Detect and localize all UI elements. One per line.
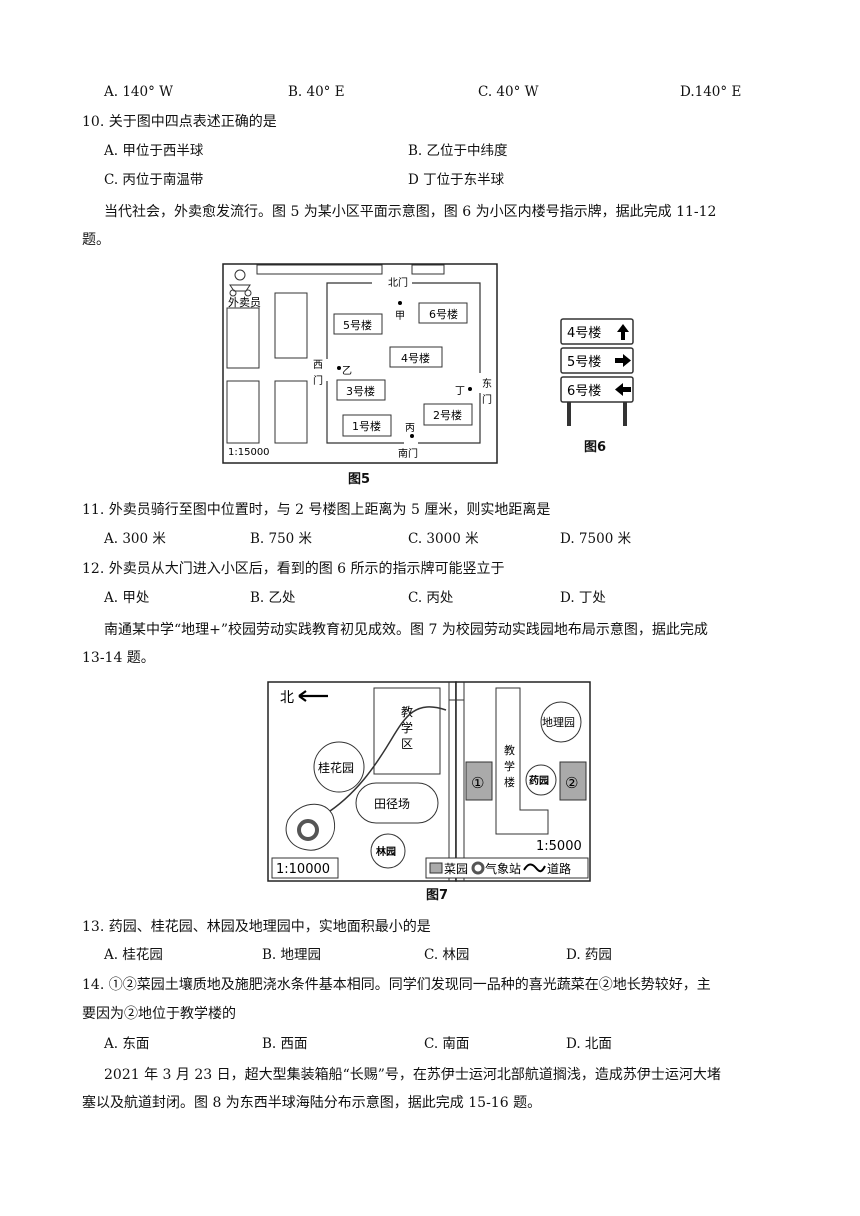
right-arrow-icon — [615, 354, 631, 367]
q14-stem-line2: 要因为②地位于教学楼的 — [82, 1006, 236, 1022]
west-gate-char1: 西 — [313, 360, 323, 371]
teaching-building-char2: 学 — [504, 759, 515, 773]
q14-option-b: B. 西面 — [262, 1036, 308, 1052]
q14-stem-line1: 14. ①②菜园土壤质地及施肥浇水条件基本相同。同学们发现同一品种的喜光蔬菜在②… — [82, 977, 711, 993]
legend-station-icon — [471, 861, 485, 875]
left-arrow-icon — [615, 383, 631, 396]
point-ding: 丁 — [455, 386, 465, 397]
teaching-area-char1: 教 — [401, 704, 413, 719]
figure-7-map: 北 教 学 区 桂花园 田径场 林园 1:10000 教 学 楼 ① 地理园 药… — [267, 681, 591, 882]
point-jia: 甲 — [395, 311, 405, 322]
west-gate-char2: 门 — [313, 374, 323, 387]
figure-7-caption: 图7 — [426, 888, 449, 903]
south-gate-label: 南门 — [398, 447, 418, 460]
plot-1-label: ① — [471, 774, 484, 792]
east-gate-char1: 东 — [482, 377, 492, 390]
courier-label: 外卖员 — [228, 296, 261, 309]
geo-garden-label: 地理园 — [542, 716, 575, 729]
q12-option-a: A. 甲处 — [104, 590, 150, 606]
legend-veg-label: 菜园 — [444, 862, 468, 876]
figure-6-signpost: 4号楼 5号楼 6号楼 — [560, 318, 634, 426]
courier-icon — [229, 269, 252, 297]
building-2-label: 2号楼 — [433, 408, 462, 422]
q13-option-c: C. 林园 — [424, 947, 470, 963]
north-gate-label: 北门 — [388, 276, 408, 289]
q10-option-a: A. 甲位于西半球 — [104, 143, 204, 159]
plot-2-label: ② — [565, 774, 578, 792]
building-5-label: 5号楼 — [343, 318, 372, 332]
q14-option-d: D. 北面 — [566, 1036, 612, 1052]
q13-option-b: B. 地理园 — [262, 947, 322, 963]
fig5-scale: 1:15000 — [228, 447, 270, 458]
teaching-area-char3: 区 — [401, 737, 413, 751]
q13-stem: 13. 药园、桂花园、林园及地理园中，实地面积最小的是 — [82, 919, 431, 935]
building-6-label: 6号楼 — [429, 307, 458, 321]
north-label: 北 — [280, 690, 294, 706]
intro-13-14-line2: 13-14 题。 — [82, 650, 155, 666]
intro-15-16-line2: 塞以及航道封闭。图 8 为东西半球海陆分布示意图，据此完成 15-16 题。 — [82, 1095, 542, 1111]
building-1-label: 1号楼 — [352, 419, 381, 433]
q11-option-b: B. 750 米 — [250, 531, 313, 547]
legend-station-label: 气象站 — [485, 861, 521, 876]
q10-option-b: B. 乙位于中纬度 — [408, 143, 508, 159]
osmanthus-label: 桂花园 — [318, 760, 354, 775]
q14-option-a: A. 东面 — [104, 1036, 150, 1052]
teaching-building-char1: 教 — [504, 744, 515, 757]
legend-road-icon — [523, 863, 546, 873]
q12-option-c: C. 丙处 — [408, 590, 454, 606]
intro-15-16-line1: 2021 年 3 月 23 日，超大型集装箱船“长赐”号，在苏伊士运河北部航道搁… — [104, 1067, 721, 1083]
legend-veg-icon — [429, 862, 443, 874]
north-arrow-icon — [298, 690, 328, 702]
figure-6-caption: 图6 — [584, 440, 607, 455]
figure-5-map: 外卖员 北门 南门 西 门 东 门 5号楼 6号楼 4号楼 3号楼 2号楼 1号… — [222, 263, 498, 464]
teaching-building-char3: 楼 — [504, 775, 515, 789]
point-yi: 乙 — [342, 365, 352, 377]
intro-11-12-line2: 题。 — [82, 232, 110, 248]
building-3-label: 3号楼 — [346, 384, 375, 398]
q11-option-a: A. 300 米 — [104, 531, 166, 547]
q11-stem: 11. 外卖员骑行至图中位置时，与 2 号楼图上距离为 5 厘米，则实地距离是 — [82, 502, 551, 518]
q13-option-a: A. 桂花园 — [104, 947, 163, 963]
forest-label: 林园 — [376, 845, 396, 858]
q9-option-c: C. 40° W — [478, 84, 539, 100]
q14-option-c: C. 南面 — [424, 1036, 470, 1052]
q11-option-d: D. 7500 米 — [560, 531, 632, 547]
q9-option-d: D.140° E — [680, 84, 742, 100]
herb-garden-label: 药园 — [529, 774, 549, 787]
building-4-label: 4号楼 — [401, 351, 430, 365]
track-label: 田径场 — [374, 797, 410, 811]
q10-option-d: D 丁位于东半球 — [408, 172, 505, 188]
q12-option-d: D. 丁处 — [560, 590, 606, 606]
intro-11-12-line1: 当代社会，外卖愈发流行。图 5 为某小区平面示意图，图 6 为小区内楼号指示牌，… — [104, 204, 717, 220]
point-bing: 丙 — [405, 423, 415, 434]
up-arrow-icon — [617, 324, 629, 340]
sign-label-5: 5号楼 — [567, 355, 601, 370]
q9-option-b: B. 40° E — [288, 84, 345, 100]
east-gate-char2: 门 — [482, 393, 492, 406]
q10-stem: 10. 关于图中四点表述正确的是 — [82, 114, 277, 130]
q12-stem: 12. 外卖员从大门进入小区后，看到的图 6 所示的指示牌可能竖立于 — [82, 561, 505, 577]
q12-option-b: B. 乙处 — [250, 590, 296, 606]
weather-station-icon — [297, 819, 319, 841]
legend-road-label: 道路 — [547, 861, 571, 876]
q13-option-d: D. 药园 — [566, 947, 612, 963]
sign-label-4: 4号楼 — [567, 326, 601, 341]
scale-left: 1:10000 — [276, 862, 330, 877]
q9-option-a: A. 140° W — [104, 84, 174, 100]
q10-option-c: C. 丙位于南温带 — [104, 172, 204, 188]
sign-label-6: 6号楼 — [567, 384, 601, 399]
figure-5-caption: 图5 — [348, 472, 371, 487]
scale-right: 1:5000 — [536, 839, 582, 854]
teaching-area-char2: 学 — [401, 720, 413, 735]
intro-13-14-line1: 南通某中学“地理+”校园劳动实践教育初见成效。图 7 为校园劳动实践园地布局示意… — [104, 622, 708, 638]
q11-option-c: C. 3000 米 — [408, 531, 479, 547]
